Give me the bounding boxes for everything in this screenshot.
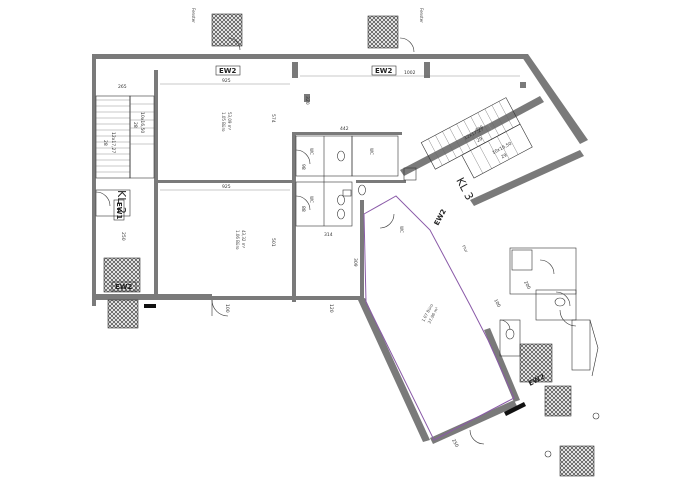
dim-door-a: 88	[300, 206, 306, 212]
dimensions: 925 925 1002 574 501 442 314 309 320 88 …	[118, 70, 532, 449]
ew2-tag-right: EW2	[433, 208, 448, 227]
dim-upper-left-width: 925	[222, 78, 231, 84]
wc-label-a: WC	[309, 148, 314, 155]
dim-lower-height: 501	[270, 238, 276, 247]
dim-left-strip-b: 250	[120, 232, 126, 241]
stair-kl3-riser: 29	[476, 136, 484, 144]
dim-opening-a: 309	[352, 258, 358, 267]
stair-kl2-riser-b: 28	[132, 122, 138, 128]
stair-kl3-label: KL 3	[453, 175, 476, 202]
stair-kl2-spec-b: 10x16,50	[139, 112, 145, 133]
dim-left-strip: 265	[118, 84, 127, 90]
wc-label-b: WC	[369, 148, 374, 155]
dim-right-d: 250	[450, 438, 459, 449]
room-lower-left-area: 43,32 m²	[241, 230, 246, 249]
dim-bottom-a: 100	[224, 304, 230, 313]
stair-kl3-spec-b: 10x16,50	[491, 141, 513, 156]
dim-opening-b: 320	[304, 96, 310, 105]
corridor-label: Flur	[461, 244, 469, 253]
stair-kl3-riser-b: 29	[500, 152, 508, 160]
finish-outline	[363, 195, 515, 441]
dim-right-b: 100	[492, 298, 501, 309]
dim-upper-right-width: 1002	[404, 70, 416, 76]
window-note-a: Fenster	[191, 8, 196, 23]
dim-door-b: 98	[300, 164, 306, 170]
dim-core-width: 314	[324, 232, 333, 238]
wc-label-d: WC	[399, 226, 404, 233]
ew2-tag-top-left: EW2	[219, 67, 237, 75]
ew-tags: EW2 EW2 EW1 EW2 EW2 EW2	[111, 65, 546, 388]
room-lower-left-name: 1.06 Büro	[235, 230, 240, 250]
sill-right	[504, 402, 526, 416]
stair-kl2: KL 2 12x17,27 10x16,50 28 28	[95, 95, 155, 217]
stair-kl2-spec-a: 12x17,27	[110, 132, 116, 153]
dim-left-height: 574	[270, 114, 276, 123]
room-upper-left-area: 53,09 m²	[227, 112, 232, 131]
sill-left	[144, 304, 156, 308]
ew1-tag-left: EW1	[115, 202, 123, 220]
dim-bottom-b: 120	[328, 304, 334, 313]
window-note-b: Fenster	[419, 8, 424, 23]
outer-walls	[92, 54, 588, 444]
hatched-fixtures	[103, 13, 595, 477]
wc-label-c: WC	[309, 196, 314, 203]
dim-right-c: 200	[522, 280, 531, 291]
stair-kl2-riser: 28	[102, 140, 108, 146]
dim-corridor-width: 442	[340, 126, 349, 132]
stair-kl2-label: KL 2	[115, 190, 128, 214]
ew2-tag-top-right: EW2	[375, 67, 393, 75]
dim-lower-left-width: 925	[222, 184, 231, 190]
right-annex	[499, 247, 600, 458]
room-upper-left-name: 1.05 Büro	[221, 112, 226, 132]
sanitary-core: WC WC WC WC	[295, 135, 417, 233]
dim-right-a: 499	[474, 124, 485, 133]
ew2-tag-left-bottom: EW2	[115, 283, 133, 291]
